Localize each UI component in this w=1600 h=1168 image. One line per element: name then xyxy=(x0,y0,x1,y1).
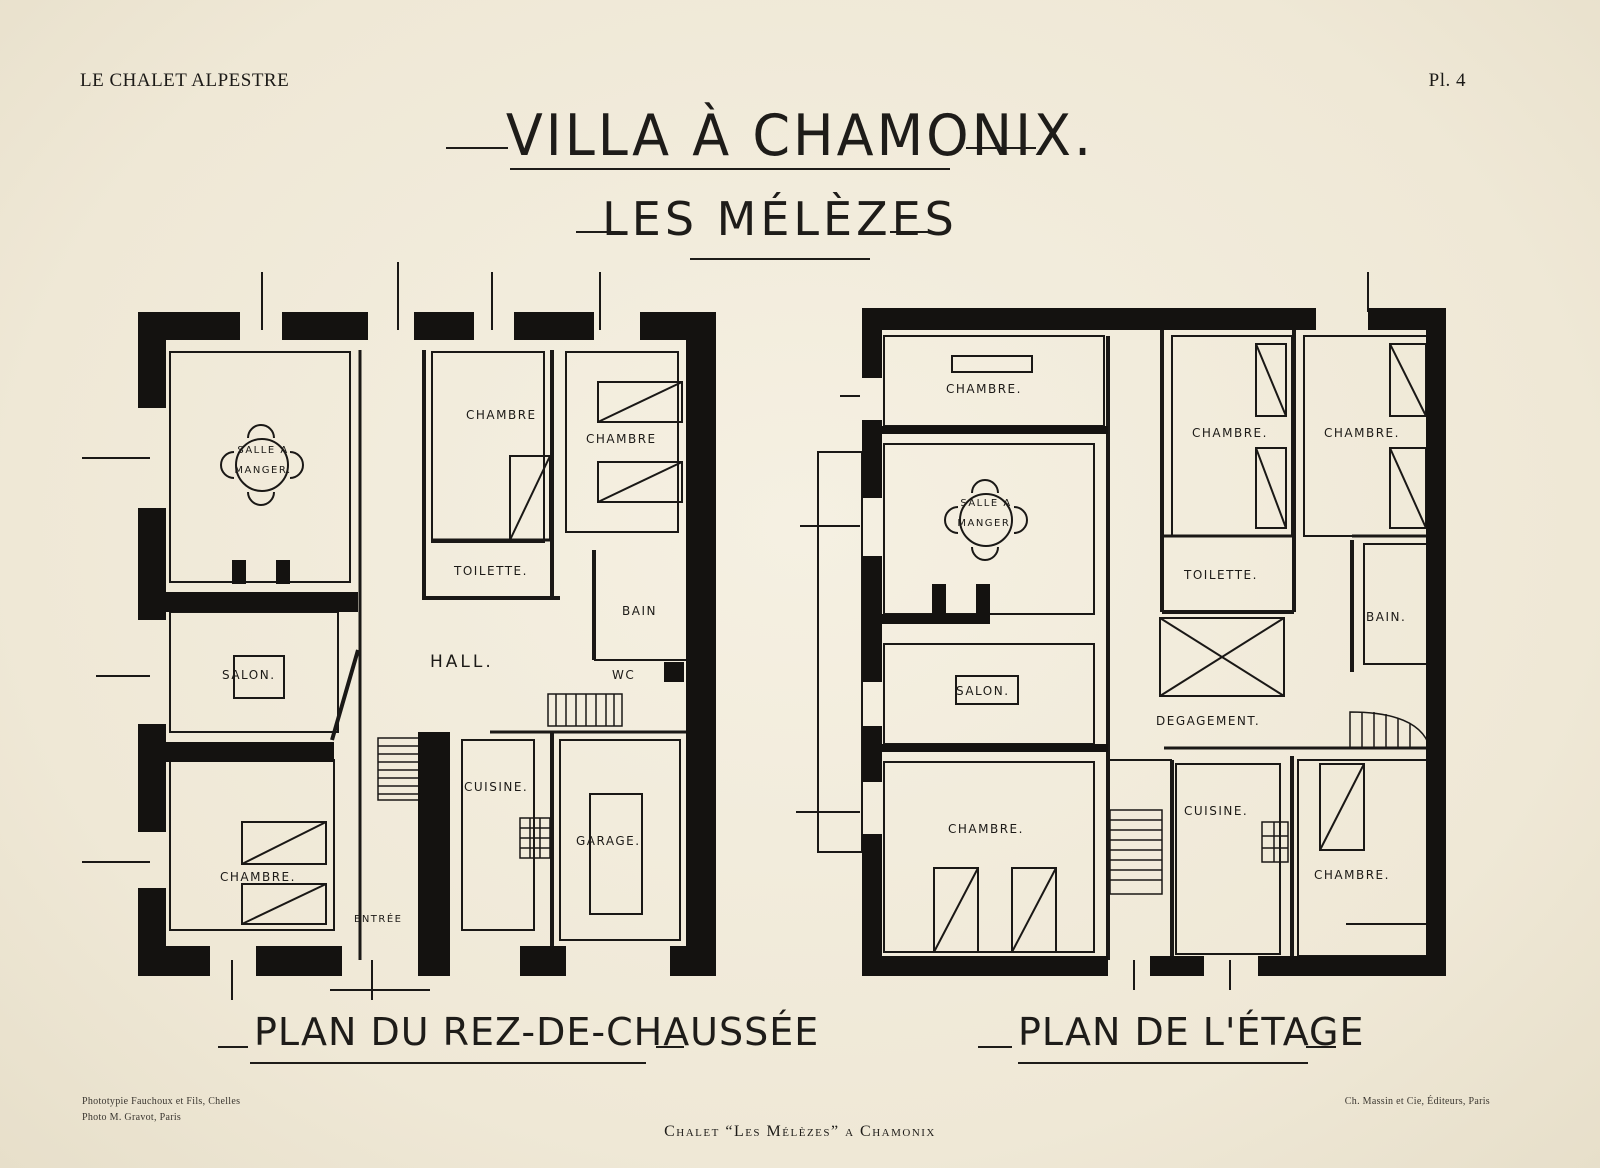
room-chambre-mid-upper: CHAMBRE. xyxy=(1192,426,1268,440)
upper-label-rule-left xyxy=(978,1046,1012,1048)
upper-floor-drawing xyxy=(796,272,1446,990)
room-chambre-1-ground: CHAMBRE xyxy=(466,408,537,422)
title-rule-right xyxy=(966,147,1036,149)
room-toilette-ground: TOILETTE. xyxy=(454,564,528,578)
room-toilette-upper: TOILETTE. xyxy=(1184,568,1258,582)
plate-caption: Chalet “Les Mélèzes” a Chamonix xyxy=(664,1123,936,1140)
room-chambre-br-upper: CHAMBRE. xyxy=(1314,868,1390,882)
room-cuisine-ground: CUISINE. xyxy=(464,780,529,794)
room-bain-upper: BAIN. xyxy=(1366,610,1407,624)
room-chambre-right-upper: CHAMBRE. xyxy=(1324,426,1400,440)
subtitle-underline xyxy=(690,258,870,260)
main-title-underline xyxy=(510,168,950,170)
ground-label-rule-left xyxy=(218,1046,248,1048)
room-wc-ground: WC xyxy=(612,668,636,682)
series-title: LE CHALET ALPESTRE xyxy=(80,70,290,91)
ground-floor-plan: SALLE A MANGER. CHAMBRE CHAMBRE TOILETTE… xyxy=(0,0,800,1000)
ground-floor-drawing xyxy=(82,262,716,1000)
room-hall-ground: HALL. xyxy=(430,652,494,672)
title-rule-left xyxy=(446,147,508,149)
room-chambre-2-ground: CHAMBRE xyxy=(586,432,657,446)
room-bain-ground: BAIN xyxy=(622,604,657,618)
photo-credit: Photo M. Gravot, Paris xyxy=(82,1112,182,1123)
plate-number: Pl. 4 xyxy=(1428,70,1466,91)
publisher-credit: Ch. Massin et Cie, Éditeurs, Paris xyxy=(1344,1096,1490,1107)
room-garage-ground: GARAGE. xyxy=(576,834,641,848)
printer-credit: Phototypie Fauchoux et Fils, Chelles xyxy=(82,1096,241,1107)
room-chambre-3-ground: CHAMBRE. xyxy=(220,870,296,884)
room-degagement-upper: DEGAGEMENT. xyxy=(1156,714,1261,728)
room-salle-a-manger-ground: SALLE A MANGER. xyxy=(234,445,292,476)
upper-floor-plan: CHAMBRE. SALLE A MANGER. SALON. CHAMBRE.… xyxy=(796,272,1446,990)
upper-label-underline xyxy=(1018,1062,1308,1064)
room-chambre-bottom-upper: CHAMBRE. xyxy=(948,822,1024,836)
room-salon-ground: SALON. xyxy=(222,668,276,682)
ground-label-underline xyxy=(250,1062,646,1064)
main-title: VILLA À CHAMONIX. xyxy=(505,102,1095,169)
room-salle-a-manger-upper: SALLE A MANGER. xyxy=(957,498,1015,529)
upper-label-rule-right xyxy=(1306,1046,1336,1048)
subtitle-rule-right xyxy=(890,231,930,233)
room-entree-ground: ENTRÉE xyxy=(354,914,403,925)
subtitle: LES MÉLÈZES xyxy=(602,192,958,246)
upper-floor-label: PLAN DE L'ÉTAGE xyxy=(1018,1010,1365,1054)
room-cuisine-upper: CUISINE. xyxy=(1184,804,1249,818)
ground-label-rule-right xyxy=(656,1046,684,1048)
ground-floor-label: PLAN DU REZ-DE-CHAUSSÉE xyxy=(254,1010,820,1054)
room-salon-upper: SALON. xyxy=(956,684,1010,698)
room-chambre-top-upper: CHAMBRE. xyxy=(946,382,1022,396)
subtitle-rule-left xyxy=(576,231,620,233)
